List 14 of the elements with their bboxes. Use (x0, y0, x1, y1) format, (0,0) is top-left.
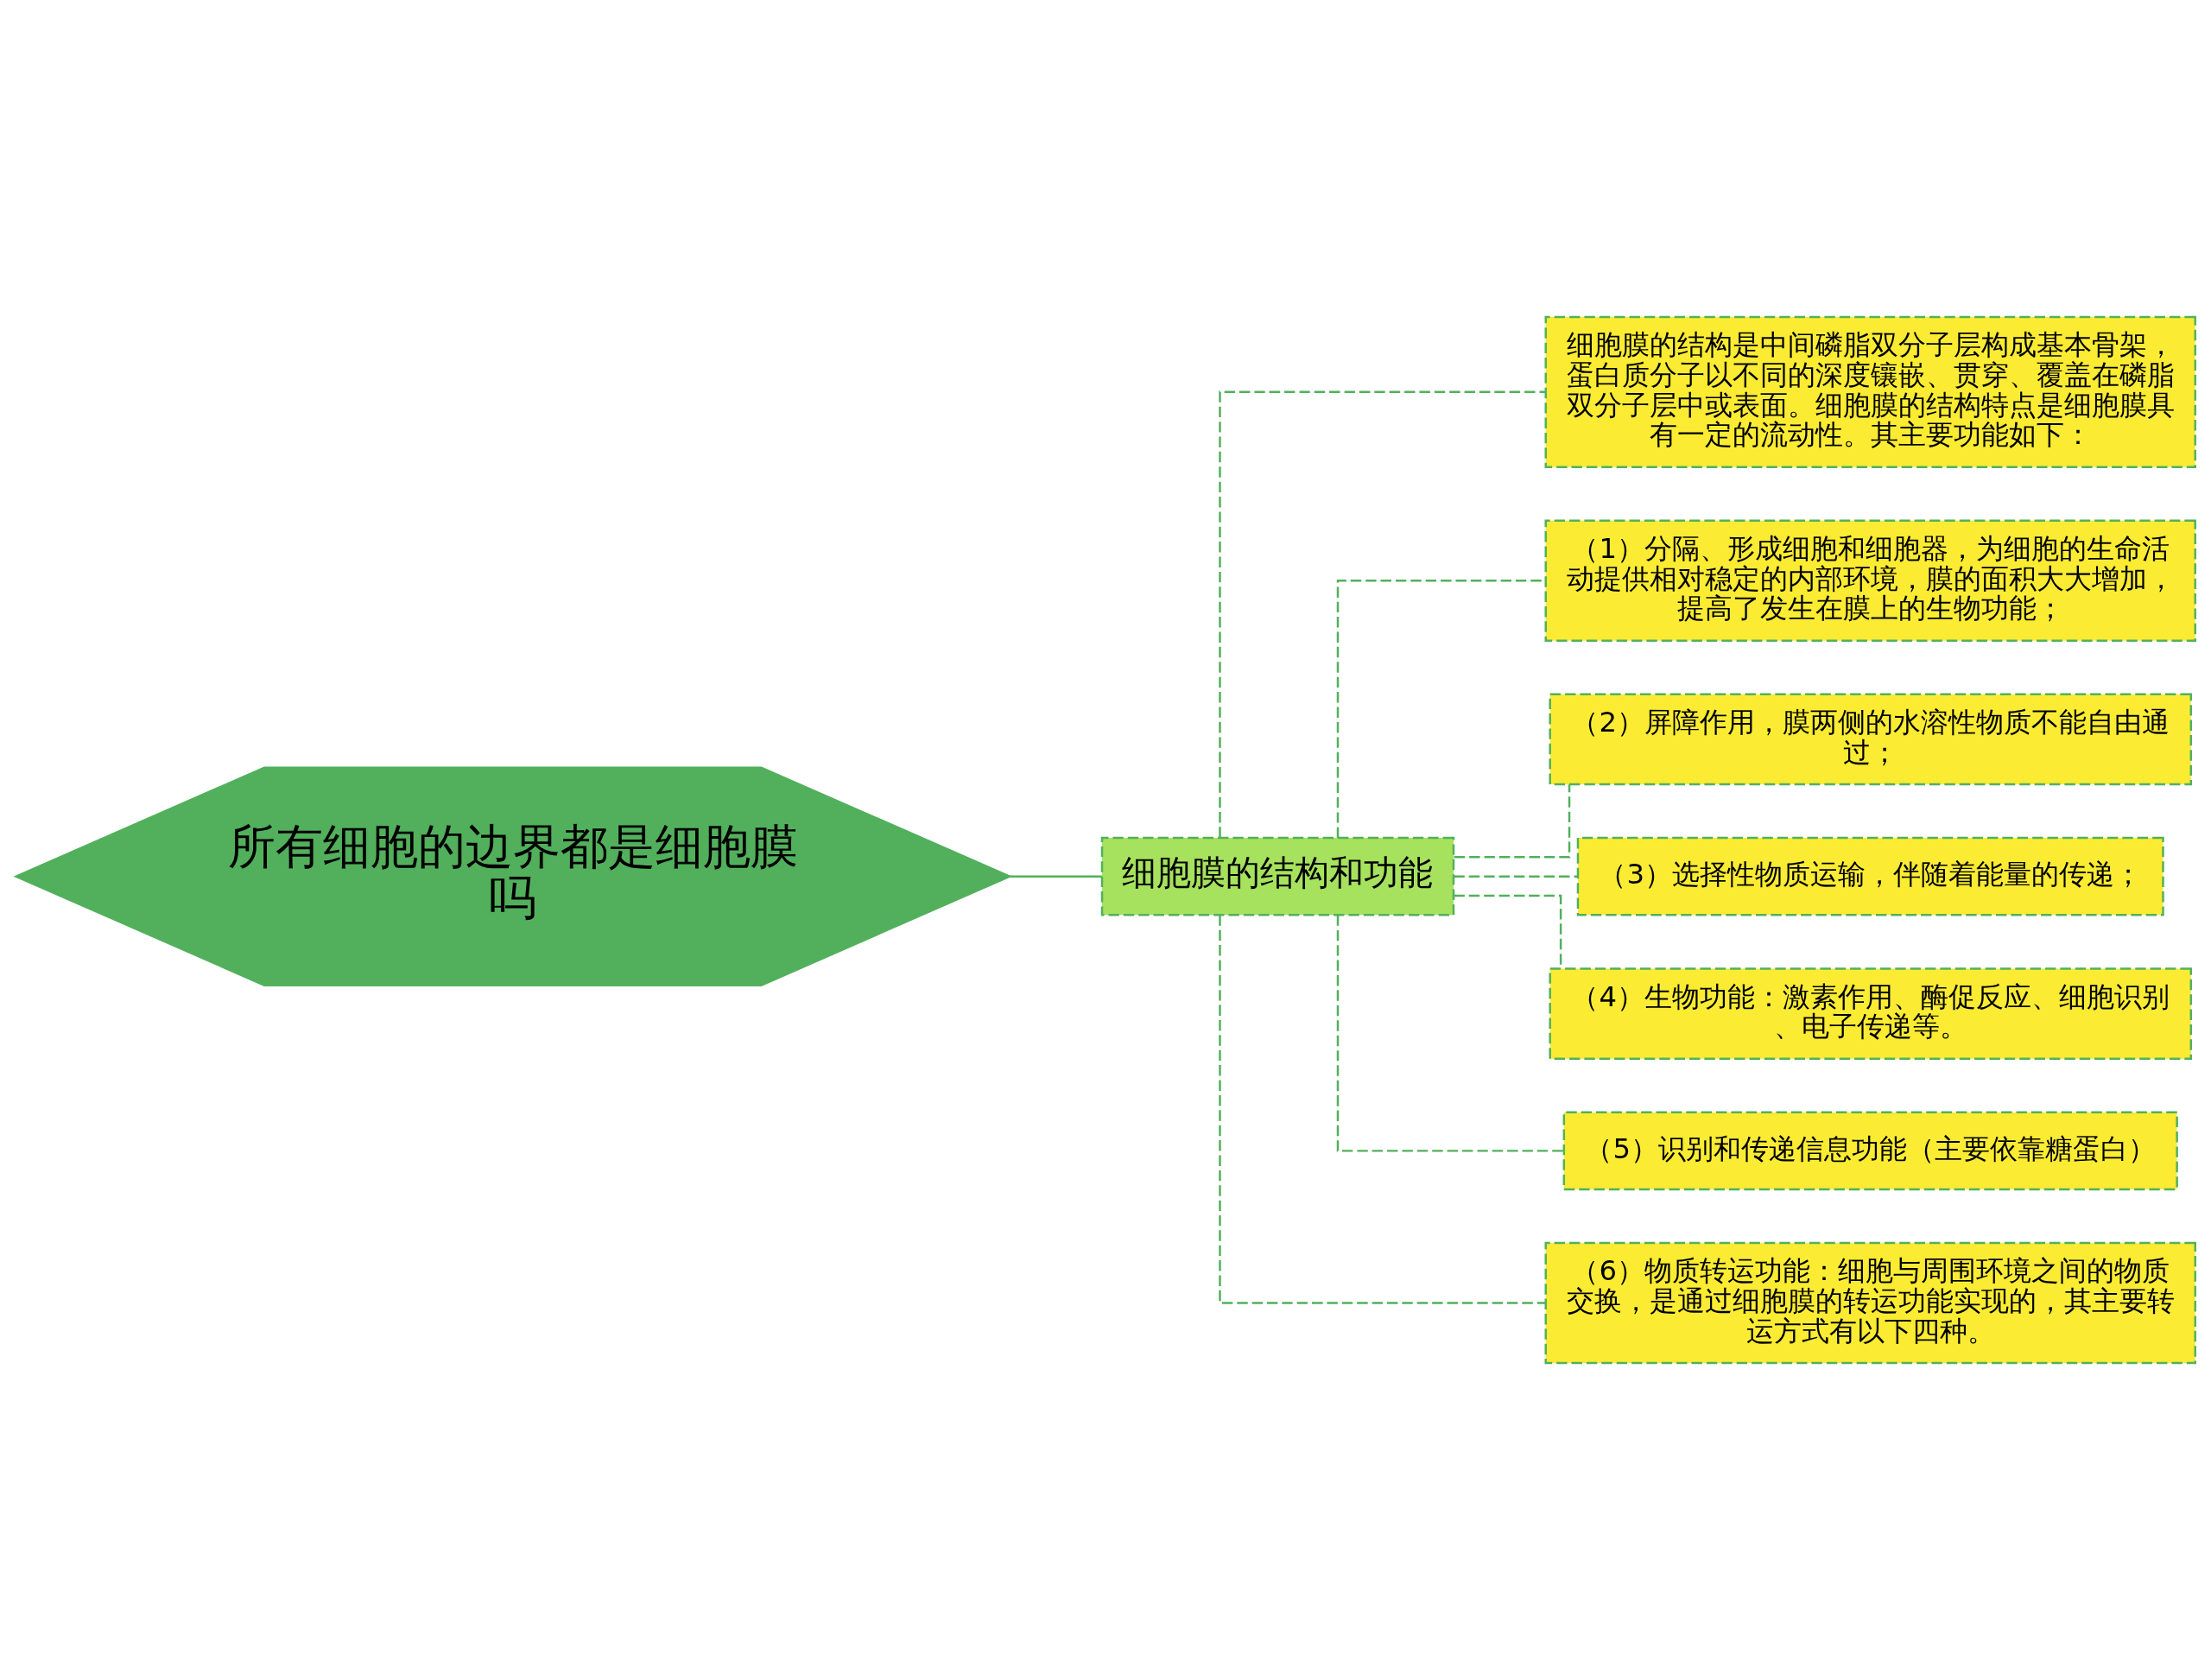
connector (1454, 875, 1578, 878)
node-box: 细胞膜的结构和功能 (1100, 836, 1455, 916)
node-box: （2）屏障作用，膜两侧的水溶性物质不能自由通过； (1549, 693, 2192, 786)
connector (1454, 784, 1571, 859)
node-box: 细胞膜的结构是中间磷脂双分子层构成基本骨架，蛋白质分子以不同的深度镶嵌、贯穿、覆盖在磷脂双分子层中或表面。细胞膜的结构特点是细胞膜具有一定的流动性。其主要功能如下： (1544, 315, 2196, 468)
node-box: （6）物质转运功能：细胞与周围环境之间的物质交换，是通过细胞膜的转运功能实现的，其主要转运方式有以下四种。 (1544, 1241, 2196, 1365)
node-box: （3）选择性物质运输，伴随着能量的传递； (1576, 836, 2164, 916)
connector (1219, 915, 1546, 1304)
node-box: （1）分隔、形成细胞和细胞器，为细胞的生命活动提供相对稳定的内部环境，膜的面积大大增加，提高了发生在膜上的生物功能； (1544, 519, 2196, 642)
connector (1219, 390, 1546, 838)
connector (1336, 915, 1564, 1152)
connector (1010, 875, 1102, 878)
node-box: （5）识别和传递信息功能（主要依靠糖蛋白） (1562, 1111, 2178, 1191)
node-box: （4）生物功能：激素作用、酶促反应、细胞识别、电子传递等。 (1549, 967, 2192, 1060)
